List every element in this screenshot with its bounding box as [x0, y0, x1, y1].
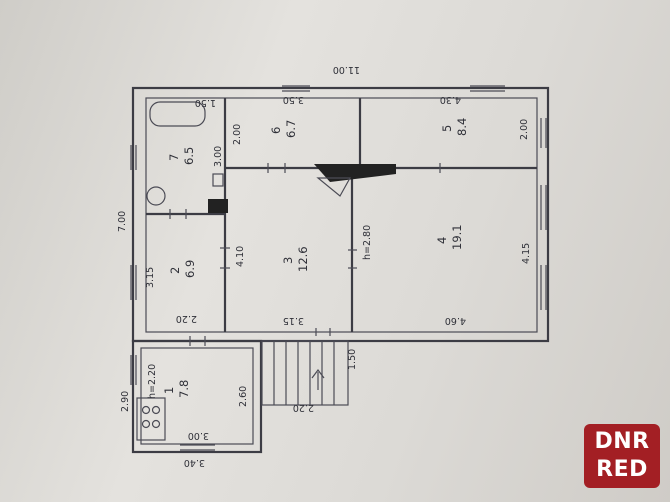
dim-4-30: 4.30	[440, 94, 461, 105]
svg-text:7.8: 7.8	[177, 380, 191, 398]
annex-outline	[131, 339, 263, 454]
dim-1-50: 1.50	[195, 97, 216, 108]
svg-text:1: 1	[162, 387, 176, 394]
room-2-label: 2 6.9	[168, 260, 197, 278]
svg-text:6.5: 6.5	[182, 147, 196, 165]
dim-2-90: 2.90	[120, 391, 131, 412]
chimney-stove	[314, 164, 396, 182]
svg-text:2: 2	[168, 267, 182, 274]
dim-4-15: 4.15	[521, 243, 532, 264]
svg-text:12.6: 12.6	[296, 246, 310, 272]
dim-3-00-v: 3.00	[213, 146, 224, 167]
dim-2-20-a: 2.20	[176, 313, 197, 324]
stairs-outline	[261, 340, 349, 406]
ceiling-height-annex: h=2.20	[147, 364, 158, 399]
bathtub-icon	[149, 101, 206, 127]
room-6-label: 6 6.7	[269, 120, 298, 138]
svg-text:7: 7	[167, 154, 181, 161]
watermark-line-1: DNR	[594, 429, 650, 454]
svg-text:6: 6	[269, 127, 283, 134]
dim-2-00-a: 2.00	[232, 124, 243, 145]
doors	[169, 163, 441, 346]
burner-icon	[151, 419, 161, 429]
dim-4-60: 4.60	[445, 315, 466, 326]
dim-2-00-b: 2.00	[519, 119, 530, 140]
room-1-label: 1 7.8	[162, 380, 191, 398]
burner-icon	[141, 419, 151, 429]
dnr-red-watermark: DNR RED	[584, 424, 660, 488]
dim-2-60: 2.60	[238, 386, 249, 407]
dim-1-50-stair: 1.50	[347, 349, 358, 370]
ceiling-height-main: h=2.80	[362, 225, 373, 260]
dim-4-10: 4.10	[235, 246, 246, 267]
svg-text:4: 4	[435, 237, 449, 244]
dim-3-50: 3.50	[283, 94, 304, 105]
room-3-label: 3 12.6	[281, 246, 310, 272]
svg-text:3: 3	[281, 257, 295, 264]
svg-text:6.9: 6.9	[183, 260, 197, 278]
annex-inner-line	[140, 347, 254, 445]
svg-text:19.1: 19.1	[450, 224, 464, 250]
dim-3-15-b: 3.15	[283, 315, 304, 326]
svg-text:5: 5	[440, 125, 454, 132]
stove-triangle	[316, 177, 352, 197]
dim-3-00-h: 3.00	[188, 430, 209, 441]
room-5-label: 5 8.4	[440, 118, 469, 136]
stair-steps	[273, 341, 335, 405]
windows	[130, 85, 547, 451]
burner-icon	[151, 405, 161, 415]
svg-text:6.7: 6.7	[284, 120, 298, 138]
burner-icon	[141, 405, 151, 415]
room-7-label: 7 6.5	[167, 147, 196, 165]
svg-text:8.4: 8.4	[455, 118, 469, 136]
dim-3-15-a: 3.15	[145, 267, 156, 288]
watermark-line-2: RED	[596, 457, 648, 482]
kitchen-stove-icon	[136, 397, 166, 441]
dim-3-40: 3.40	[184, 457, 205, 468]
stairs-arrowhead	[311, 369, 325, 379]
dim-2-20-b: 2.20	[293, 402, 314, 413]
room-4-label: 4 19.1	[435, 224, 464, 250]
boiler-block	[208, 199, 228, 213]
sink-icon	[212, 173, 224, 187]
toilet-icon	[146, 186, 166, 206]
dim-overall-length: 11.00	[333, 64, 360, 75]
dim-overall-width: 7.00	[117, 211, 128, 232]
